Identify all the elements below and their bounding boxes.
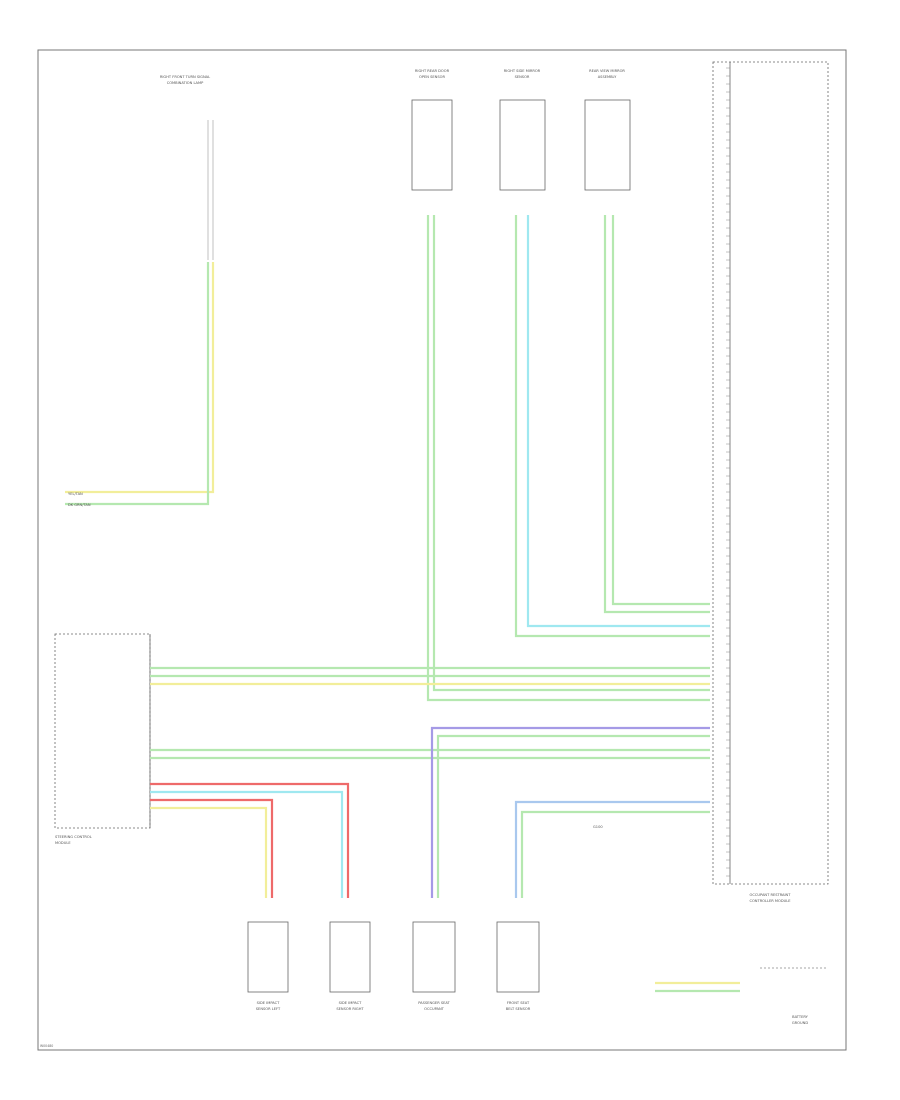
component-right-front-turn: RIGHT FRONT TURN SIGNAL COMBINATION LAMP xyxy=(160,75,214,260)
component-subname: ASSEMBLY xyxy=(598,75,617,79)
wire-impact-left-yel xyxy=(150,806,268,898)
component-subname: OCCUPANT xyxy=(424,1007,445,1011)
connector-box xyxy=(584,99,631,191)
battery-ground: BATTERY GROUND xyxy=(760,967,828,1025)
wire-seat-purple xyxy=(430,726,710,898)
wire-label-yellow: YEL/TAN xyxy=(68,492,83,496)
component-name: REAR VIEW MIRROR xyxy=(589,69,625,73)
component-right-rear-door: RIGHT REAR DOOR OPEN SENSOR xyxy=(411,69,453,191)
wire-mirror-a xyxy=(514,215,710,638)
wire-rvm-b xyxy=(611,215,710,606)
component-subname: CONTROLLER MODULE xyxy=(749,899,791,903)
component-name: OCCUPANT RESTRAINT xyxy=(750,893,792,897)
figure-id: W00480 xyxy=(40,1044,53,1048)
side-impact-left: SIDE IMPACT SENSOR LEFT xyxy=(247,921,289,1011)
component-name: SIDE IMPACT xyxy=(339,1001,363,1005)
wire-belt-blue xyxy=(514,800,710,898)
module-pin-ticks xyxy=(726,67,730,877)
component-rear-view-mirror: REAR VIEW MIRROR ASSEMBLY xyxy=(584,69,631,191)
wire-harness xyxy=(65,215,740,993)
component-subname: GROUND xyxy=(792,1021,808,1025)
component-subname: SENSOR xyxy=(515,75,530,79)
connector-box xyxy=(499,99,546,191)
component-subname: COMBINATION LAMP xyxy=(167,81,204,85)
component-name: RIGHT FRONT TURN SIGNAL xyxy=(160,75,210,79)
component-subname: SENSOR RIGHT xyxy=(336,1007,364,1011)
side-impact-right: SIDE IMPACT SENSOR RIGHT xyxy=(329,921,371,1011)
wire-belt-green xyxy=(520,810,710,898)
component-name: RIGHT SIDE MIRROR xyxy=(504,69,541,73)
wire-rvm-a xyxy=(603,215,710,614)
wire-seat-green xyxy=(436,734,710,898)
component-name: FRONT SEAT xyxy=(507,1001,530,1005)
wire-label-green: DK GRN/TAN xyxy=(68,503,91,507)
component-subname: MODULE xyxy=(55,841,71,845)
front-seat-belt-sensor: FRONT SEAT BELT SENSOR xyxy=(496,921,540,1011)
wire-yellow-left xyxy=(65,262,215,494)
component-subname: SENSOR LEFT xyxy=(256,1007,281,1011)
ground-label: G100 xyxy=(593,825,603,829)
component-right-side-mirror: RIGHT SIDE MIRROR SENSOR xyxy=(499,69,546,191)
component-subname: OPEN SENSOR xyxy=(419,75,445,79)
wire-green-left xyxy=(65,262,210,506)
wire-impact-left-red xyxy=(150,798,274,898)
wire-mirror-b xyxy=(526,215,710,628)
occupant-restraint-module: OCCUPANT RESTRAINT CONTROLLER MODULE xyxy=(712,61,829,903)
wire-impact-right-red xyxy=(150,782,350,898)
component-name: BATTERY xyxy=(792,1015,809,1019)
component-name: PASSENGER SEAT xyxy=(418,1001,450,1005)
component-subname: BELT SENSOR xyxy=(506,1007,531,1011)
connector-box xyxy=(411,99,453,191)
wire-door-b xyxy=(432,215,710,692)
steering-control-module: STEERING CONTROL MODULE xyxy=(54,633,151,845)
component-name: STEERING CONTROL xyxy=(55,835,92,839)
passenger-seat-sensor: PASSENGER SEAT OCCUPANT xyxy=(412,921,456,1011)
component-name: SIDE IMPACT xyxy=(257,1001,281,1005)
wire-door-a xyxy=(426,215,710,702)
component-name: RIGHT REAR DOOR xyxy=(415,69,450,73)
wire-impact-right-cyan xyxy=(150,790,344,898)
diagram-frame xyxy=(37,49,847,1051)
